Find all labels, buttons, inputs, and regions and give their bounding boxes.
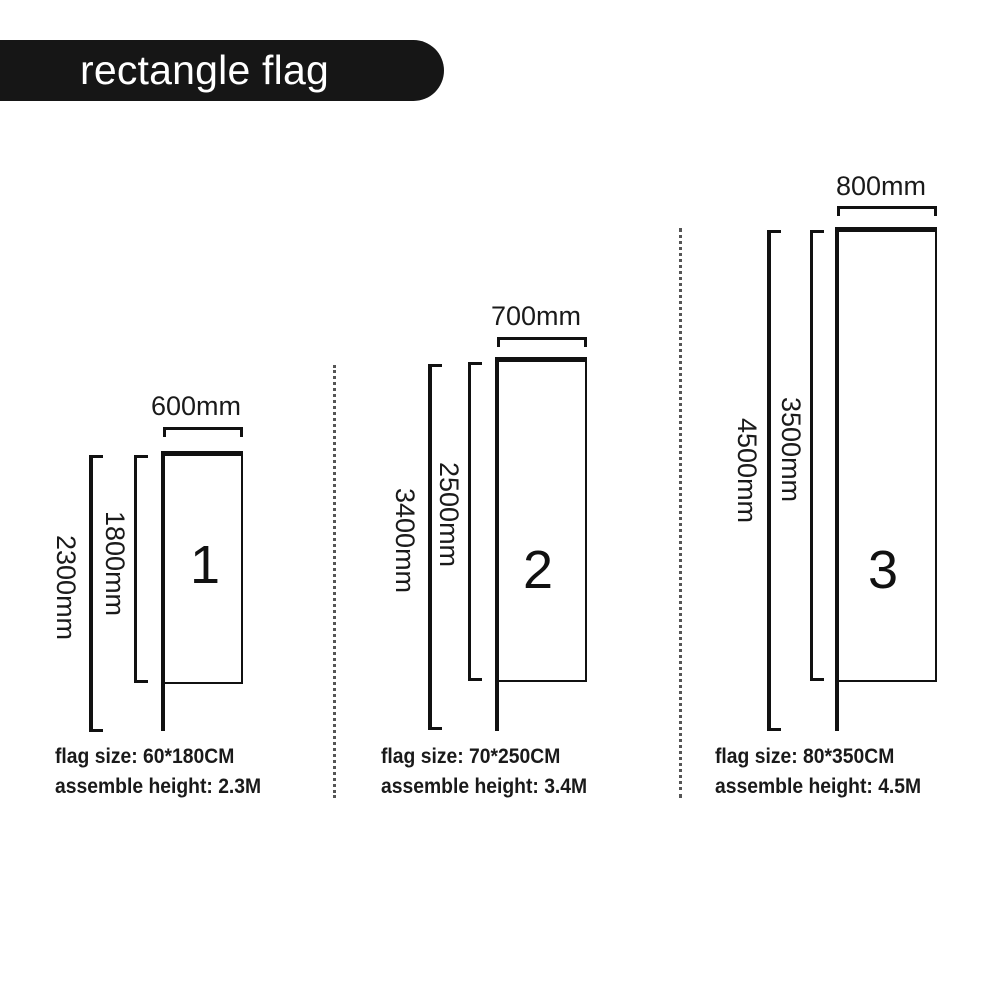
flag-rectangle: [162, 451, 243, 684]
total-height-label: 2300mm: [51, 535, 81, 641]
bracket-tick: [468, 678, 482, 681]
flag-number: 2: [523, 540, 554, 600]
bracket-tick: [810, 230, 824, 233]
dotted-separator: [333, 365, 336, 798]
total-height-label: 3400mm: [390, 488, 420, 594]
total-height-bracket: [89, 455, 93, 731]
flag-rectangle: [496, 357, 587, 682]
total-height-bracket: [767, 230, 771, 731]
page-title: rectangle flag: [80, 47, 329, 93]
bracket-tick: [428, 364, 442, 367]
assemble-height-caption: assemble height: 3.4M: [381, 775, 588, 798]
total-height-label: 4500mm: [732, 418, 762, 524]
width-bracket-tick: [934, 206, 937, 216]
bracket-tick: [767, 230, 781, 233]
flag-height-label: 1800mm: [100, 511, 130, 617]
width-bracket-tick: [240, 427, 243, 437]
bracket-tick: [767, 728, 781, 731]
width-bracket-tick: [837, 206, 840, 216]
flag-rectangle: [836, 227, 937, 682]
flag-number: 1: [190, 535, 221, 595]
width-label: 600mm: [151, 391, 242, 421]
assemble-height-caption: assemble height: 4.5M: [715, 775, 922, 798]
width-bracket-tick: [497, 337, 500, 347]
flag-number: 3: [868, 540, 899, 600]
width-bracket: [837, 206, 937, 209]
flag-size-caption: flag size: 80*350CM: [715, 745, 895, 768]
flag-height-bracket: [468, 362, 471, 681]
flag-height-bracket: [810, 230, 813, 681]
assemble-height-caption: assemble height: 2.3M: [55, 775, 262, 798]
width-label: 800mm: [836, 171, 927, 201]
bracket-tick: [89, 729, 103, 732]
bracket-tick: [134, 680, 148, 683]
flag-height-label: 3500mm: [776, 397, 806, 503]
flag-pole: [495, 357, 499, 731]
width-bracket-tick: [584, 337, 587, 347]
width-bracket: [497, 337, 587, 340]
bracket-tick: [428, 727, 442, 730]
flag-height-label: 2500mm: [434, 462, 464, 568]
bracket-tick: [134, 455, 148, 458]
flag-pole: [835, 227, 839, 731]
bracket-tick: [468, 362, 482, 365]
flag-pole: [161, 451, 165, 731]
flag-height-bracket: [134, 455, 137, 683]
dotted-separator: [679, 228, 682, 798]
title-banner: rectangle flag: [0, 40, 444, 101]
bracket-tick: [89, 455, 103, 458]
total-height-bracket: [428, 364, 432, 730]
bracket-tick: [810, 678, 824, 681]
width-label: 700mm: [491, 301, 582, 331]
width-bracket-tick: [163, 427, 166, 437]
width-bracket: [163, 427, 243, 430]
flag-size-caption: flag size: 60*180CM: [55, 745, 235, 768]
flag-size-caption: flag size: 70*250CM: [381, 745, 561, 768]
